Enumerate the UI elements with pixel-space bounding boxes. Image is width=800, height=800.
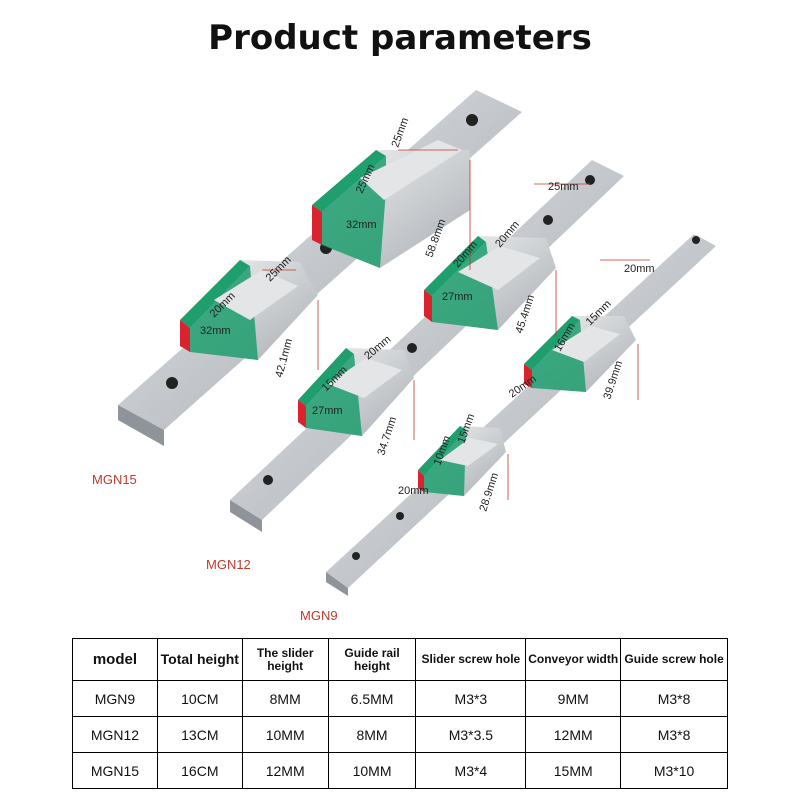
dim-label: 42.1mm (273, 337, 295, 379)
mgn12-block-rear (424, 236, 556, 330)
table-row: MGN12 13CM 10MM 8MM M3*3.5 12MM M3*8 (72, 716, 728, 753)
table-header-row: model Total height The slider height Gui… (72, 638, 728, 681)
spec-table: model Total height The slider height Gui… (72, 638, 728, 789)
dim-label: 25mm (548, 181, 579, 193)
table-cell: 13CM (156, 716, 243, 753)
table-header: Conveyor width (525, 638, 622, 681)
table-cell: 15MM (525, 752, 622, 789)
table-cell: 8MM (327, 716, 417, 753)
table-cell: 10CM (156, 680, 243, 717)
dim-label: 27mm (312, 405, 343, 417)
table-header: The slider height (241, 638, 329, 681)
table-cell: 12MM (241, 752, 329, 789)
table-cell: M3*8 (620, 716, 728, 753)
dim-label: 32mm (200, 325, 231, 337)
table-row: MGN9 10CM 8MM 6.5MM M3*3 9MM M3*8 (72, 680, 728, 717)
table-header: Guide screw hole (620, 638, 728, 681)
table-cell: 16CM (156, 752, 243, 789)
table-cell: 8MM (241, 680, 329, 717)
table-cell: 10MM (241, 716, 329, 753)
model-label-mgn12: MGN12 (206, 557, 251, 572)
table-cell: M3*3.5 (415, 716, 527, 753)
table-header: Guide rail height (327, 638, 417, 681)
table-cell: 12MM (525, 716, 622, 753)
table-cell: 10MM (327, 752, 417, 789)
page-title: Product parameters (208, 18, 592, 58)
table-cell: MGN12 (72, 716, 158, 753)
table-header: Total height (156, 638, 243, 681)
table-cell: M3*4 (415, 752, 527, 789)
linear-guide-illustration: 25mm 25mm 32mm 58.8mm 25mm 20mm 32mm 42.… (118, 90, 716, 596)
mgn12-block-front (298, 348, 414, 436)
dim-label: 27mm (442, 291, 473, 303)
dim-label: 20mm (398, 485, 429, 497)
mgn15-block-rear (312, 140, 470, 268)
table-cell: MGN15 (72, 752, 158, 789)
dim-label: 20mm (624, 263, 655, 275)
model-label-mgn9: MGN9 (300, 608, 338, 623)
table-cell: 6.5MM (327, 680, 417, 717)
table-header: Slider screw hole (415, 638, 527, 681)
table-header: model (72, 638, 158, 681)
table-cell: M3*3 (415, 680, 527, 717)
dimension-lines (262, 149, 650, 500)
dim-label: 25mm (390, 116, 412, 149)
dim-label: 32mm (346, 219, 377, 231)
mgn15-block-front (180, 260, 318, 360)
table-cell: 9MM (525, 680, 622, 717)
mgn9-block-front (418, 426, 506, 496)
table-cell: MGN9 (72, 680, 158, 717)
dim-label: 34.7mm (375, 415, 399, 457)
model-label-mgn15: MGN15 (92, 472, 137, 487)
table-cell: M3*8 (620, 680, 728, 717)
table-row: MGN15 16CM 12MM 10MM M3*4 15MM M3*10 (72, 752, 728, 789)
mgn9-block-rear (524, 316, 636, 392)
table-cell: M3*10 (620, 752, 728, 789)
